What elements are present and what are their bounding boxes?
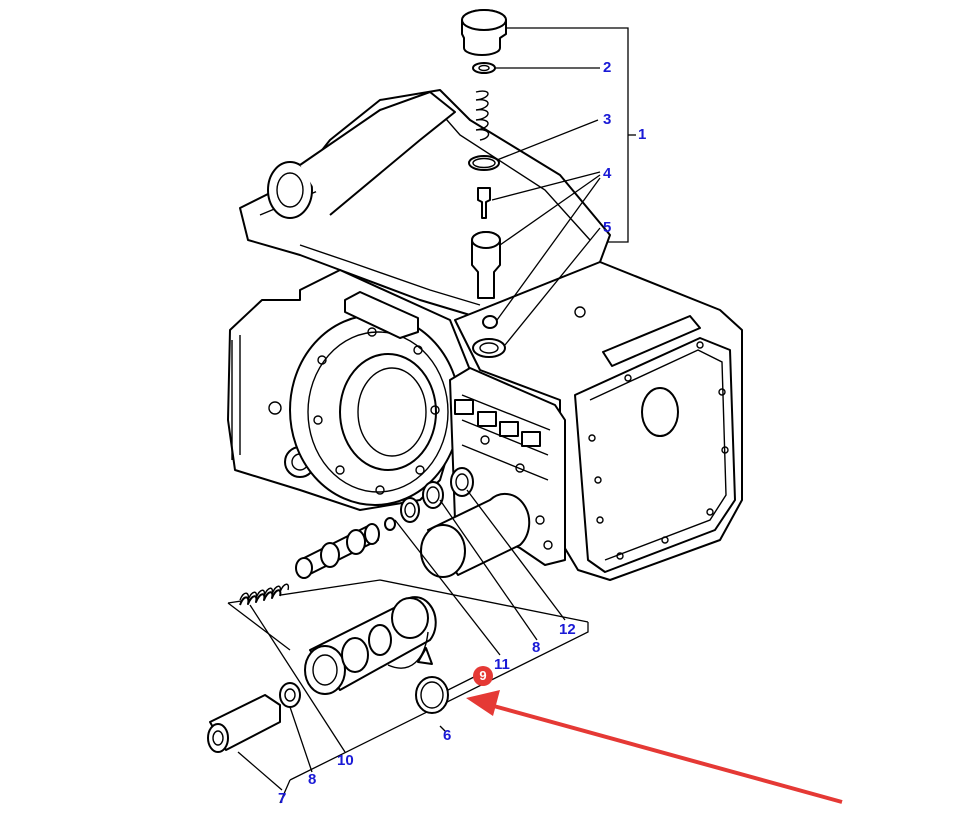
top-valve-stack bbox=[461, 9, 507, 358]
callout-5: 5 bbox=[603, 219, 612, 236]
callout-4: 4 bbox=[603, 165, 612, 182]
highlight-arrow bbox=[466, 690, 843, 804]
leader-lines bbox=[237, 27, 636, 791]
callout-1: 1 bbox=[638, 126, 647, 143]
callout-12: 12 bbox=[559, 621, 576, 638]
inner-spool-parts bbox=[207, 589, 449, 753]
spool-assembly bbox=[239, 523, 380, 601]
callout-2: 2 bbox=[603, 59, 612, 76]
transmission-housing bbox=[227, 89, 743, 581]
callout-3: 3 bbox=[603, 111, 612, 128]
front-valve-parts bbox=[384, 467, 531, 578]
highlighted-callout-9: 9 bbox=[473, 666, 493, 686]
callout-6: 6 bbox=[443, 727, 452, 744]
callout-7: 7 bbox=[278, 790, 287, 807]
callout-11: 11 bbox=[494, 656, 510, 673]
callout-8-upper: 8 bbox=[532, 639, 541, 656]
callout-8-lower: 8 bbox=[308, 771, 317, 788]
callout-10: 10 bbox=[337, 752, 354, 769]
